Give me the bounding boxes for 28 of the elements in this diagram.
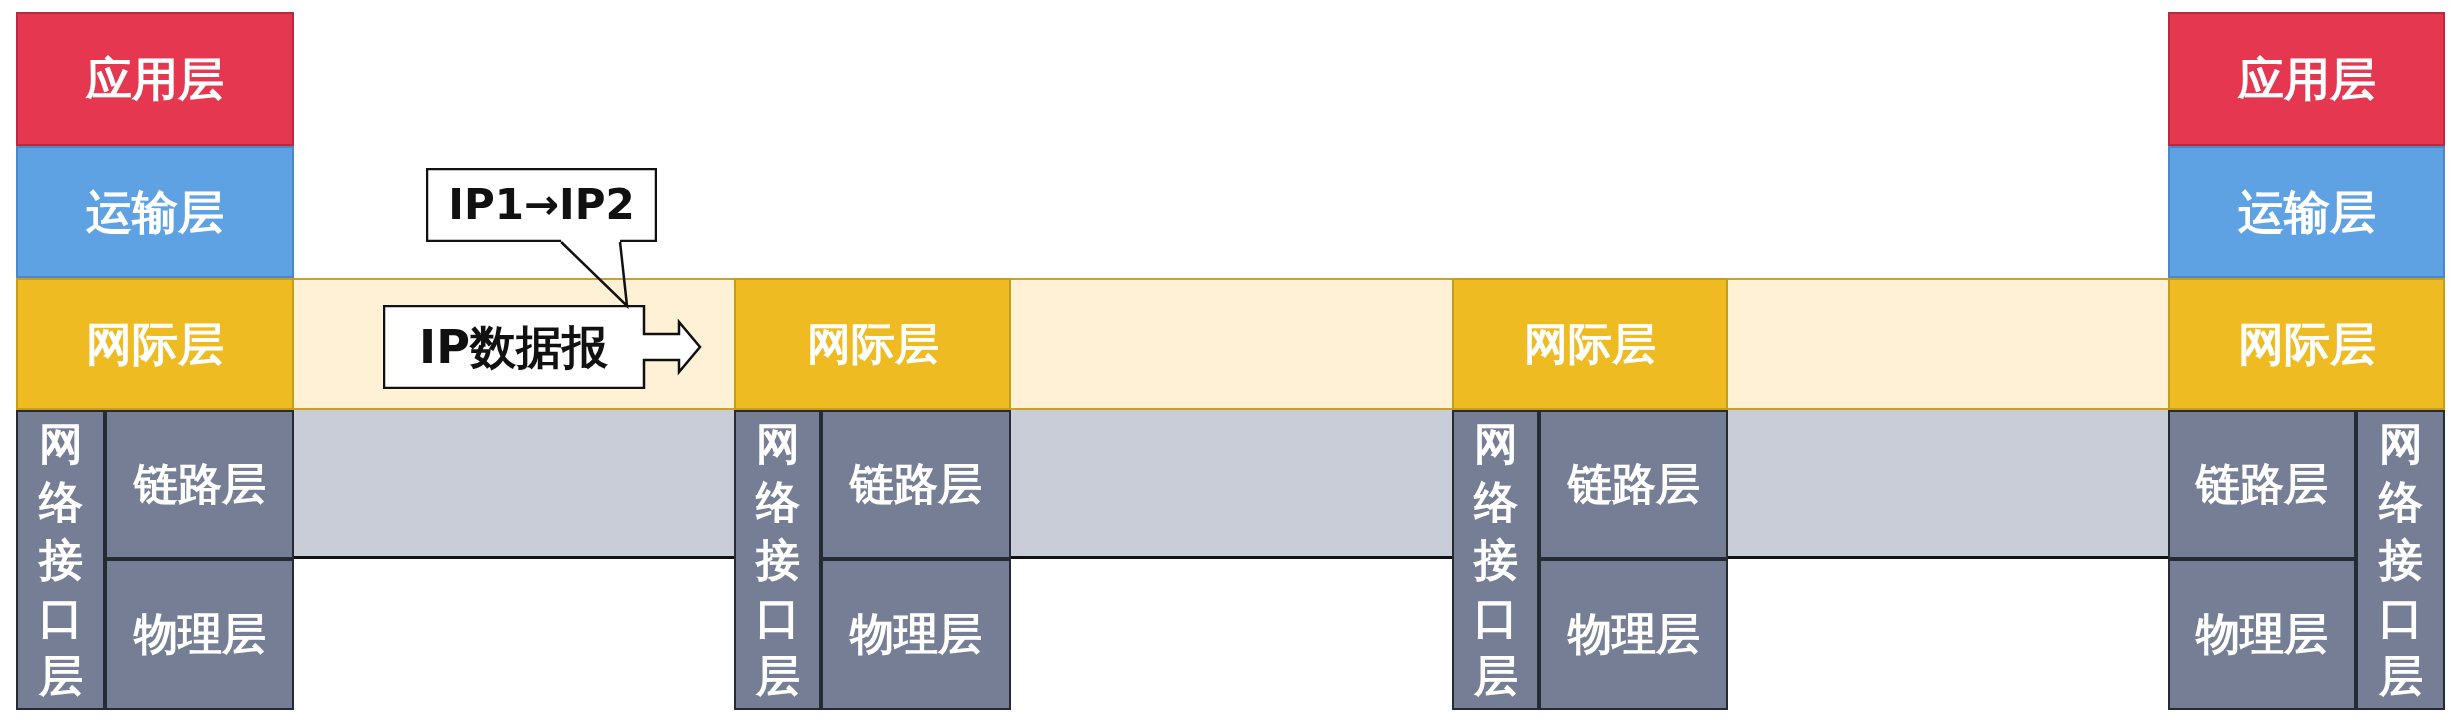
layer-box: 物理层: [821, 559, 1011, 710]
layer-box: 网际层: [734, 278, 1011, 410]
band: [294, 278, 734, 410]
layer-box: 网际层: [2168, 278, 2445, 410]
layer-box: 物理层: [2168, 559, 2356, 710]
layer-box: 网际层: [1452, 278, 1728, 410]
layer-box: 运输层: [2168, 146, 2445, 278]
layer-box: 运输层: [16, 146, 294, 278]
layer-box: 链路层: [1539, 410, 1728, 559]
layer-column: 网络接口层: [734, 410, 821, 710]
layer-box: 物理层: [105, 559, 294, 710]
band: [1728, 410, 2168, 559]
layer-box: 应用层: [16, 12, 294, 146]
band: [294, 410, 734, 559]
band: [1011, 410, 1452, 559]
layer-box: 应用层: [2168, 12, 2445, 146]
layer-box: 物理层: [1539, 559, 1728, 710]
callout-box: IP1→IP2: [426, 168, 657, 242]
layer-column: 网络接口层: [16, 410, 105, 710]
layer-column: 网络接口层: [1452, 410, 1539, 710]
layer-box: 链路层: [2168, 410, 2356, 559]
layer-box: 链路层: [821, 410, 1011, 559]
layer-box: 链路层: [105, 410, 294, 559]
layer-box: 网际层: [16, 278, 294, 410]
band: [1728, 278, 2168, 410]
arrow-callout: IP数据报: [383, 305, 702, 389]
band: [1011, 278, 1452, 410]
layer-column: 网络接口层: [2356, 410, 2445, 710]
